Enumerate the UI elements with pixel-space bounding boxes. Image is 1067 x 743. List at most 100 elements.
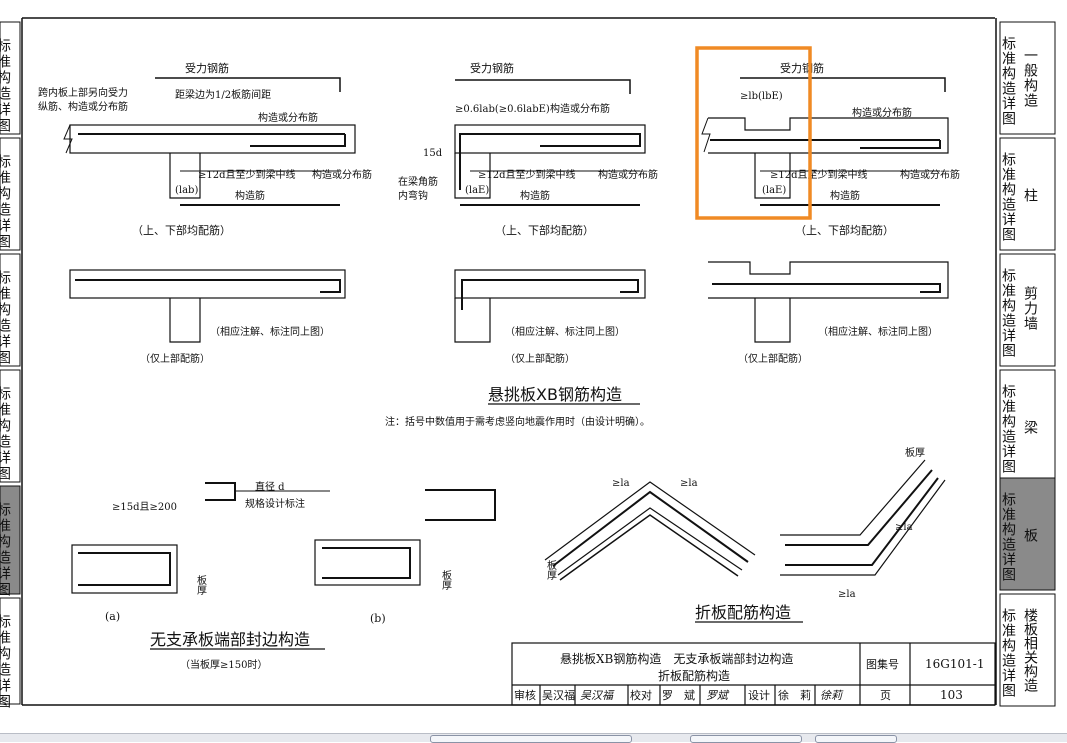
title-block-designer: 徐 莉 bbox=[778, 688, 811, 702]
right-tab-slab-active[interactable]: 标准构造详图 板 bbox=[999, 477, 1056, 591]
right-tab-general-vertical: 标准构造详图 bbox=[1000, 36, 1016, 126]
right-tab-general-label: 一般构造 bbox=[1022, 48, 1038, 108]
detail2-anchor-label: ≥12d且至少到梁中线 bbox=[478, 168, 576, 181]
detail1-dist-label: 构造或分布筋 bbox=[258, 111, 318, 124]
detail-cantilever-2 bbox=[454, 79, 646, 206]
title-block-review-label: 审核 bbox=[514, 688, 536, 702]
title-block-line1: 悬挑板XB钢筋构造 无支承板端部封边构造 bbox=[560, 651, 793, 666]
title-block-check-label: 校对 bbox=[630, 688, 652, 702]
detail2-construct-label: 构造筋 bbox=[520, 189, 550, 202]
title-block-atlas-no: 16G101-1 bbox=[925, 657, 984, 671]
detail-cantilever-1 bbox=[63, 77, 356, 206]
detail6-caption: （仅上部配筋） bbox=[738, 352, 808, 365]
left-tab-1[interactable]: 标准构造详图 bbox=[0, 21, 21, 135]
left-tab-2-label: 标准构造详图 bbox=[0, 154, 11, 250]
edge-note: （当板厚≥150时） bbox=[180, 658, 267, 671]
title-block-atlas-label: 图集号 bbox=[866, 657, 899, 671]
title-block bbox=[511, 642, 996, 706]
detail2-hook-2: 内弯钩 bbox=[398, 189, 428, 202]
detail3-dist-label: 构造或分布筋 bbox=[852, 106, 912, 119]
edge-detail-b bbox=[314, 489, 496, 586]
detail3-lab-label: (laE) bbox=[762, 185, 786, 196]
left-tab-5-active[interactable]: 标准构造详图 bbox=[0, 485, 21, 598]
detail5-same-note: （相应注解、标注同上图） bbox=[505, 325, 625, 338]
fold-detail-1 bbox=[544, 481, 756, 581]
edge-15d-label: ≥15d且≥200 bbox=[112, 501, 177, 513]
detail4-same-note: （相应注解、标注同上图） bbox=[210, 325, 330, 338]
right-tab-beam-label: 梁 bbox=[1022, 420, 1038, 435]
fold1-slab-thk: 板厚 bbox=[545, 559, 557, 581]
detail2-anchor-06: ≥0.6lab(≥0.6labE) bbox=[455, 104, 550, 115]
right-tab-shear-wall-vertical: 标准构造详图 bbox=[1000, 268, 1016, 358]
fold1-la-right: ≥la bbox=[680, 478, 698, 489]
right-tab-floor-related-label: 楼板相关构造 bbox=[1022, 608, 1038, 693]
right-tab-floor-related-vertical: 标准构造详图 bbox=[1000, 608, 1016, 698]
fold2-slab-thk: 板厚 bbox=[905, 446, 925, 459]
detail2-force-label: 受力钢筋 bbox=[470, 61, 514, 75]
edge-b-slab-thk: 板厚 bbox=[440, 569, 452, 591]
edge-a-slab-thk: 板厚 bbox=[195, 574, 207, 596]
left-tab-4[interactable]: 标准构造详图 bbox=[0, 369, 21, 483]
title-block-reviewer: 吴汉福 bbox=[542, 688, 575, 702]
fold2-la-lower: ≥la bbox=[838, 589, 856, 600]
fold2-la-upper: ≥la bbox=[895, 522, 913, 533]
right-tab-beam-vertical: 标准构造详图 bbox=[1000, 384, 1016, 474]
detail1-force-label: 受力钢筋 bbox=[185, 61, 229, 75]
detail-top-only-2 bbox=[454, 269, 646, 343]
left-tab-6[interactable]: 标准构造详图 bbox=[0, 597, 21, 710]
right-tab-column[interactable]: 标准构造详图 柱 bbox=[999, 137, 1056, 251]
detail2-dist-label: 构造或分布筋 bbox=[550, 102, 610, 115]
right-tab-general[interactable]: 标准构造详图 一般构造 bbox=[999, 21, 1056, 135]
right-tab-strip: 标准构造详图 一般构造 标准构造详图 柱 标准构造详图 剪力墙 标准构造详图 梁… bbox=[999, 21, 1056, 707]
detail4-caption: （仅上部配筋） bbox=[140, 352, 210, 365]
detail3-force-label: 受力钢筋 bbox=[780, 61, 824, 75]
detail2-hook-1: 在梁角筋 bbox=[398, 175, 438, 188]
detail1-construct-label: 构造筋 bbox=[235, 189, 265, 202]
detail1-span-note-2: 纵筋、构造或分布筋 bbox=[38, 100, 128, 113]
right-tab-floor-related[interactable]: 标准构造详图 楼板相关构造 bbox=[999, 593, 1056, 707]
right-tab-slab-label: 板 bbox=[1022, 528, 1038, 543]
right-tab-shear-wall-label: 剪力墙 bbox=[1022, 286, 1038, 331]
cantilever-title: 悬挑板XB钢筋构造 bbox=[488, 385, 622, 404]
left-tab-3-label: 标准构造详图 bbox=[0, 270, 11, 366]
detail2-lab-label: (laE) bbox=[465, 185, 489, 196]
detail1-lab-label: (lab) bbox=[175, 185, 198, 196]
page-nav-control[interactable] bbox=[690, 735, 802, 743]
edge-a-caption: (a) bbox=[105, 610, 120, 623]
title-block-design-label: 设计 bbox=[748, 689, 770, 702]
edge-b-caption: (b) bbox=[370, 612, 386, 625]
left-tab-4-label: 标准构造详图 bbox=[0, 386, 11, 482]
title-block-check-sig: 罗斌 bbox=[706, 689, 730, 702]
detail3-construct-label: 构造筋 bbox=[830, 189, 860, 202]
edge-diameter-1: 直径 d bbox=[255, 480, 285, 493]
edge-title: 无支承板端部封边构造 bbox=[150, 630, 310, 649]
detail5-caption: （仅上部配筋） bbox=[505, 352, 575, 365]
title-block-checker: 罗 斌 bbox=[662, 689, 695, 702]
detail6-same-note: （相应注解、标注同上图） bbox=[818, 325, 938, 338]
left-tab-2[interactable]: 标准构造详图 bbox=[0, 137, 21, 251]
detail3-caption: （上、下部均配筋） bbox=[795, 223, 894, 237]
right-tab-beam[interactable]: 标准构造详图 梁 bbox=[999, 369, 1056, 483]
right-tab-column-vertical: 标准构造详图 bbox=[1000, 152, 1016, 242]
title-block-review-sig: 吴汉福 bbox=[580, 689, 615, 702]
right-tab-shear-wall[interactable]: 标准构造详图 剪力墙 bbox=[999, 253, 1056, 367]
detail1-anchor-label: ≥12d且至少到梁中线 bbox=[198, 168, 296, 181]
edge-detail-a bbox=[71, 482, 330, 594]
fold-title: 折板配筋构造 bbox=[695, 603, 791, 622]
fold1-la-left: ≥la bbox=[612, 478, 630, 489]
edge-diameter-2: 规格设计标注 bbox=[245, 497, 305, 510]
view-mode-control[interactable] bbox=[815, 735, 897, 743]
detail2-15d: 15d bbox=[423, 148, 443, 159]
left-tab-strip: 标准构造详图 标准构造详图 标准构造详图 标准构造详图 标准构造详图 标准构造详… bbox=[0, 21, 21, 710]
title-block-design-sig: 徐莉 bbox=[820, 689, 844, 702]
title-block-line2: 折板配筋构造 bbox=[658, 668, 730, 683]
detail-top-only-3 bbox=[708, 261, 949, 343]
detail1-span-note-1: 跨内板上部另向受力 bbox=[38, 86, 128, 99]
left-tab-1-label: 标准构造详图 bbox=[0, 38, 11, 134]
detail1-caption: （上、下部均配筋） bbox=[132, 223, 231, 237]
left-tab-3[interactable]: 标准构造详图 bbox=[0, 253, 21, 367]
zoom-control[interactable] bbox=[430, 735, 632, 743]
left-tab-6-label: 标准构造详图 bbox=[0, 614, 11, 710]
title-block-page-no: 103 bbox=[940, 688, 963, 702]
